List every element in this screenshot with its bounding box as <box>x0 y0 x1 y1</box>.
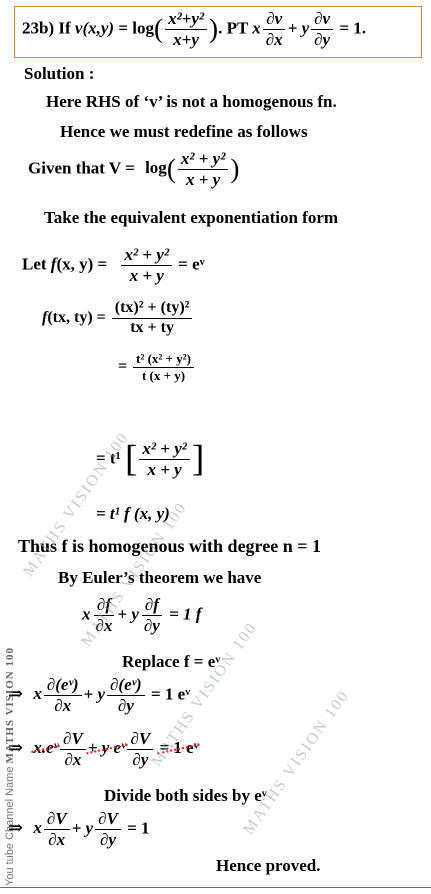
if-text: If <box>58 18 71 38</box>
v-args: (x,y) <box>82 18 115 38</box>
line-redefine: Hence we must redefine as follows <box>60 122 308 141</box>
t-f-result: = t¹ f (x, y) <box>96 504 170 523</box>
euler-theorem-line: By Euler’s theorem we have <box>58 568 262 587</box>
hence-proved: Hence proved. <box>216 856 321 875</box>
divide-line: Divide both sides by eᵛ <box>104 786 267 805</box>
v-symbol: v <box>74 18 83 38</box>
line-rhs-not-homogenous: Here RHS of ‘v’ is not a homogenous fn. <box>46 92 337 111</box>
final-equation: ⇒ x∂V∂x+ y∂V∂y = 1 <box>8 809 150 849</box>
euler-equation: x∂f∂x+ y∂f∂y = 1 f <box>82 595 202 635</box>
solution-heading: Solution : <box>24 64 95 83</box>
pt-text: . PT <box>218 18 248 38</box>
bottom-border <box>0 887 431 888</box>
replace-line: Replace f = eᵛ <box>122 652 221 671</box>
watermark-4: MATHS VISION 100 <box>240 686 353 838</box>
log-text: = log <box>118 18 154 38</box>
homogenous-conclusion: Thus f is homogenous with degree n = 1 <box>18 536 321 556</box>
t-squared-step: = t² (x² + y²)t (x + y) <box>118 352 196 382</box>
line-exponentiation: Take the equivalent exponentiation form <box>44 208 339 227</box>
channel-label: You tube Channel Name MATHS VISION 100 <box>4 647 16 886</box>
problem-number: 23b) <box>22 18 55 38</box>
step1-equation: ⇒ x∂(eᵛ)∂x+ y∂(eᵛ)∂y = 1 eᵛ <box>8 675 191 715</box>
problem-box <box>14 6 422 58</box>
step2-equation: ⇒ x.eᵛ∂V∂x+ y eᵛ∂V∂y = 1 eᵛ <box>8 729 199 769</box>
